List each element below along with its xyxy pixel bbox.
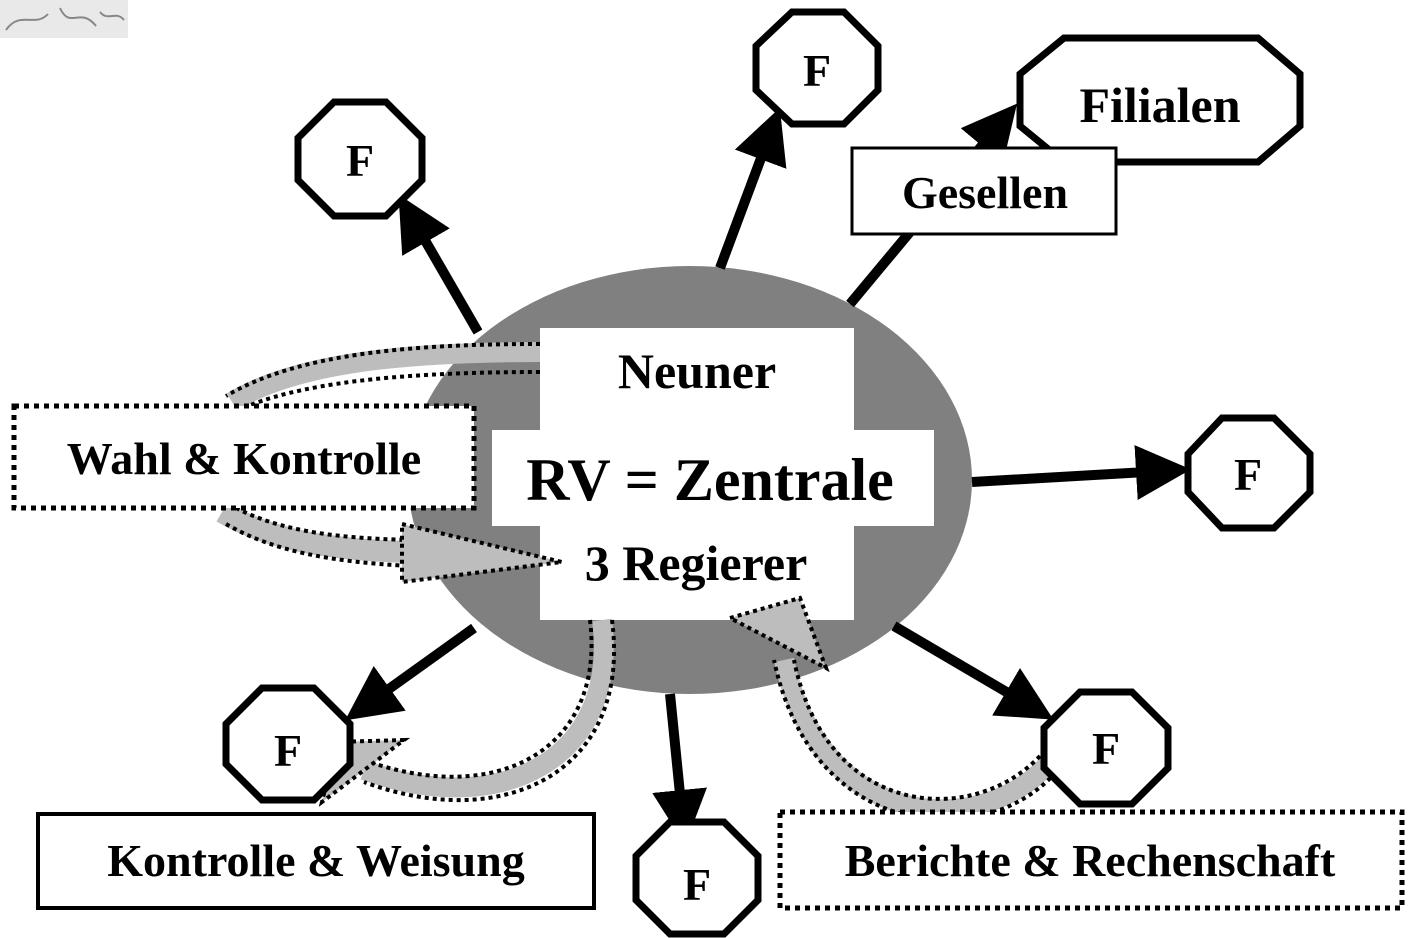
wahl-kontrolle-box: Wahl & Kontrolle bbox=[11, 403, 477, 511]
svg-text:F: F bbox=[1234, 449, 1262, 500]
kontrolle-weisung-box: Kontrolle & Weisung bbox=[36, 812, 596, 910]
svg-text:F: F bbox=[274, 725, 302, 776]
f-node-upper-left: F bbox=[294, 98, 426, 220]
arrow-to-f-upper-left bbox=[398, 194, 483, 335]
center-label-box-horizontal bbox=[492, 430, 934, 526]
arrow-to-f-bottom bbox=[652, 693, 707, 845]
kontrolle-weisung-label: Kontrolle & Weisung bbox=[107, 835, 524, 886]
f-node-right: F bbox=[1184, 414, 1314, 532]
arrow-to-f-top bbox=[715, 107, 787, 270]
arrow-to-f-right bbox=[971, 445, 1191, 500]
center-top-label: Neuner bbox=[618, 343, 776, 399]
filialen-node: Filialen bbox=[1016, 34, 1304, 166]
center-bottom-label: 3 Regierer bbox=[585, 535, 808, 591]
f-node-bottom: F bbox=[632, 818, 762, 938]
center-main-label: RV = Zentrale bbox=[526, 447, 894, 513]
f-node-top: F bbox=[752, 8, 882, 128]
svg-text:F: F bbox=[803, 45, 831, 96]
svg-text:F: F bbox=[683, 859, 711, 910]
berichte-rechenschaft-box: Berichte & Rechenschaft bbox=[777, 809, 1405, 911]
gesellen-box: Gesellen bbox=[850, 146, 1118, 236]
wahl-kontrolle-label: Wahl & Kontrolle bbox=[67, 433, 421, 484]
svg-text:F: F bbox=[1092, 723, 1120, 774]
svg-text:F: F bbox=[346, 135, 374, 186]
f-node-lower-left: F bbox=[222, 684, 354, 804]
feedback-arrow-wahl bbox=[216, 342, 563, 585]
gesellen-label: Gesellen bbox=[902, 167, 1068, 218]
corner-scribble-image bbox=[0, 0, 128, 38]
filialen-label: Filialen bbox=[1079, 77, 1240, 133]
arrow-to-f-lower-right bbox=[891, 621, 1054, 720]
berichte-rechenschaft-label: Berichte & Rechenschaft bbox=[845, 835, 1336, 886]
arrow-to-f-lower-left bbox=[345, 623, 477, 721]
f-node-lower-right: F bbox=[1040, 688, 1172, 808]
feedback-arrow-berichte bbox=[724, 595, 1058, 822]
